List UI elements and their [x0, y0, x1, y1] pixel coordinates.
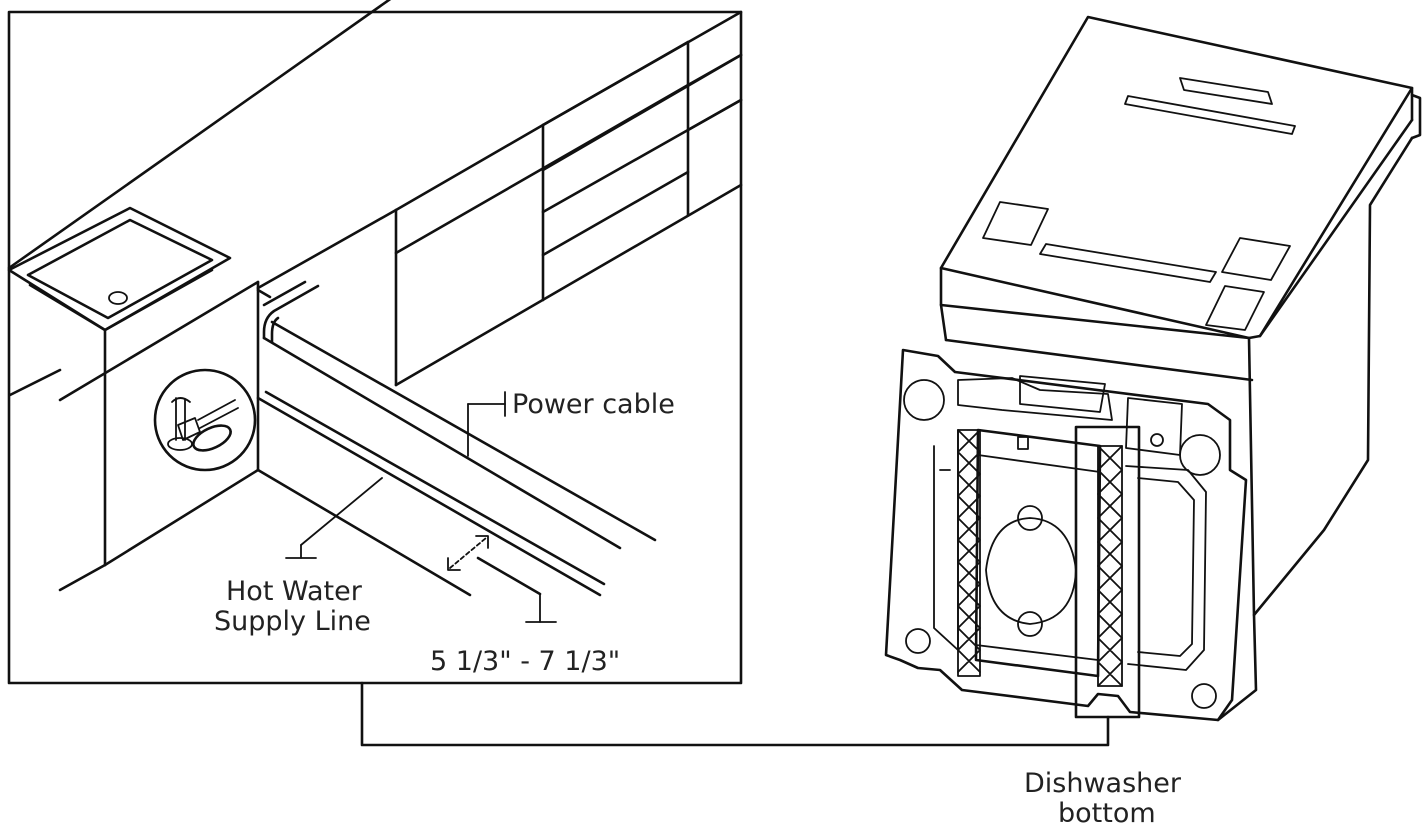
valve-detail	[153, 368, 257, 472]
sink	[7, 206, 232, 332]
dimension-arrow	[447, 535, 489, 571]
power-cable	[262, 280, 657, 550]
cabinet-wall	[8, 286, 472, 597]
hot-water-label-line-2: Supply Line	[214, 606, 371, 637]
cabinets	[256, 40, 743, 387]
dimension-callout: 5 1/3" - 7 1/3"	[430, 593, 620, 677]
dishwasher	[884, 15, 1422, 722]
dimension-label: 5 1/3" - 7 1/3"	[430, 646, 620, 677]
drain-cover-icon	[985, 517, 1077, 625]
dishwasher-bottom-highlight	[1074, 425, 1141, 719]
power-cable-callout: Power cable	[467, 389, 675, 457]
detail-frame	[7, 10, 743, 685]
connector-line	[360, 681, 1110, 747]
valve-knob-icon	[192, 424, 232, 452]
dishwasher-bottom-label-line-1: Dishwasher	[1024, 768, 1182, 799]
right-rack	[1097, 445, 1123, 687]
hot-water-label-line-1: Hot Water	[226, 576, 363, 607]
hot-water-line	[256, 390, 606, 597]
power-cable-label: Power cable	[512, 389, 675, 420]
hot-water-callout: Hot Water Supply Line	[214, 477, 383, 637]
left-rack	[957, 429, 981, 677]
dishwasher-bottom-label-line-2: bottom	[1058, 798, 1156, 829]
detail-panel: Power cable Hot Water Supply Line 5 1/3"…	[7, 0, 743, 685]
sink-drain	[108, 291, 128, 305]
countertop	[7, 0, 743, 402]
